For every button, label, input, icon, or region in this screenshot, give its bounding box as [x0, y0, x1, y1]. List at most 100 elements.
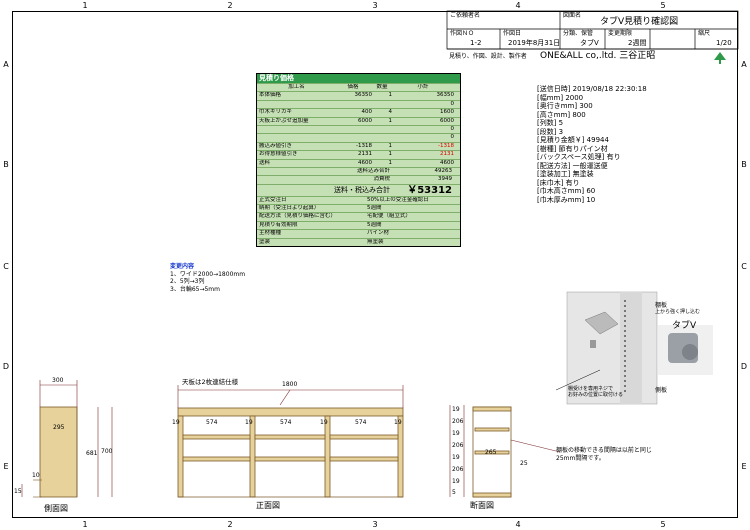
dim-front-cell1: 574 — [206, 419, 218, 426]
row-marker-c: C — [3, 262, 9, 271]
change-label: 変更期限 — [608, 30, 633, 37]
item-price: -1318 — [356, 142, 372, 149]
estimate-row: 0 — [257, 124, 460, 133]
row-marker-b: B — [3, 160, 9, 169]
info-line: [送信日時] 2019/08/18 22:30:18 — [537, 85, 647, 93]
drawing-name-label: 図面名 — [563, 12, 582, 19]
shelf-label: 棚板 — [655, 302, 668, 309]
top-note: 天板は2枚連結仕様 — [182, 378, 239, 386]
item-subtotal: -1318 — [438, 142, 454, 149]
estimate-row: 0 — [257, 99, 460, 108]
detail-label: 正式受注日 — [259, 196, 287, 203]
item-subtotal: 36350 — [436, 92, 455, 99]
side-view-panel — [33, 406, 78, 498]
change-title: 変更内容 — [170, 263, 195, 270]
estimate-header-row: 加工名 価格 数量 小計 — [257, 83, 460, 91]
dim-section-1: 19 — [452, 406, 460, 413]
change-notes: 変更内容 1、ワイド2000→1800mm 2、5列→3列 3、台輪65→5mm — [170, 263, 245, 293]
detail-label: 塗装 — [259, 238, 271, 245]
row-marker-b-right: B — [741, 160, 747, 169]
detail-label: 納期（受注日より起算） — [259, 205, 320, 212]
info-line: [配送方法] 一般運送便 — [537, 161, 608, 170]
dim-front-gap3: 19 — [320, 419, 328, 426]
dim-section-4: 206 — [452, 442, 464, 449]
detail-value: 5週間 — [367, 205, 382, 212]
item-qty: 1 — [388, 159, 393, 166]
dim-side-depth: 300 — [52, 377, 64, 384]
item-qty: 1 — [388, 92, 393, 99]
detail-label: 主材種種 — [259, 230, 282, 237]
dim-side-h1: 681 — [86, 450, 98, 457]
info-line: [列数] 5 — [537, 119, 564, 127]
change: 2週間 — [628, 39, 647, 47]
change-line-3: 3、台輪65→5mm — [170, 285, 220, 293]
item-name: 搬込み値引き — [259, 142, 293, 149]
col-marker-4-bottom: 4 — [515, 520, 521, 529]
item-subtotal: 0 — [450, 125, 455, 132]
header-price: 価格 — [347, 84, 359, 90]
dim-front-width: 1800 — [282, 381, 298, 388]
item-subtotal: 2131 — [440, 151, 454, 158]
item-qty: 1 — [388, 117, 393, 124]
col-marker-1: 1 — [82, 1, 88, 10]
item-name: 送料 — [259, 159, 271, 166]
item-price: 400 — [361, 109, 373, 116]
shelf-note: 棚板の移動できる間隔は以前と同じ25mm間隔です。 — [556, 447, 652, 462]
col-marker-3: 3 — [372, 1, 378, 10]
front-view-cabinet — [177, 407, 404, 498]
item-price: 2131 — [358, 151, 372, 158]
dim-section-8: 5 — [452, 489, 456, 496]
item-subtotal: 6000 — [440, 117, 454, 124]
info-line: [塗装加工] 無塗装 — [537, 170, 594, 178]
detail-row: 納期（受注日より起算） 5週間 — [257, 204, 460, 212]
info-line: [バックスペース処理] 有り — [537, 153, 621, 161]
dim-section-inner: 265 — [485, 449, 497, 456]
scale: 1/20 — [716, 39, 732, 47]
item-subtotal: 0 — [450, 100, 455, 107]
info-line: [段数] 3 — [537, 127, 564, 136]
scale-label: 縮尺 — [698, 30, 711, 37]
item-qty: 1 — [388, 151, 393, 158]
drawing-date: 2019年8月31日 — [508, 39, 561, 47]
item-price: 6000 — [358, 117, 372, 124]
drawing-name: タブV見積り確認図 — [600, 17, 679, 27]
info-line: [巾木高さmm] 60 — [537, 187, 596, 195]
item-name: 巾木キリカキ — [259, 109, 293, 116]
dim-section-step: 25 — [520, 460, 528, 467]
dim-front-cell2: 574 — [280, 419, 292, 426]
front-view-label: 正面図 — [256, 501, 280, 510]
row-marker-e-right: E — [741, 462, 747, 471]
detail-label: 見積り有効期限 — [259, 221, 298, 228]
dim-side-inner: 295 — [53, 424, 65, 431]
info-line: [奥行きmm] 300 — [537, 102, 593, 110]
dim-front-cell3: 574 — [355, 419, 367, 426]
item-name: 天板上かぶせ追加量 — [259, 117, 309, 124]
dim-section-3: 19 — [452, 430, 460, 437]
dim-section-5: 19 — [452, 454, 460, 461]
company-logo — [714, 52, 726, 64]
item-qty: 1 — [388, 142, 393, 149]
section-view-label: 断面図 — [470, 501, 494, 510]
item-name: 本体価格 — [259, 92, 282, 99]
detail-label: 配送方法（見積り価格に含む） — [259, 213, 337, 220]
drawing-no-label: 作図ＮＯ — [450, 30, 475, 37]
category: タブV — [580, 39, 599, 47]
header-subtotal: 小計 — [417, 84, 429, 90]
estimate-row: お得意様値引き 2131 1 2131 — [257, 150, 460, 158]
info-line: [樹種] 節有りパイン材 — [537, 144, 608, 153]
item-name: お得意様値引き — [259, 151, 298, 158]
row-marker-e: E — [3, 462, 9, 471]
dim-side-base: 10 — [32, 472, 40, 479]
tax-label: 消費税 — [373, 176, 390, 183]
tax-row: 消費税 3949 — [257, 175, 460, 183]
col-marker-2-bottom: 2 — [227, 520, 233, 529]
dim-front-gap1: 19 — [172, 419, 180, 426]
change-line-1: 1、ワイド2000→1800mm — [170, 270, 246, 278]
date-label: 作図日 — [503, 30, 522, 37]
shipping-total-row: 送料込み合計 49263 — [257, 166, 460, 175]
